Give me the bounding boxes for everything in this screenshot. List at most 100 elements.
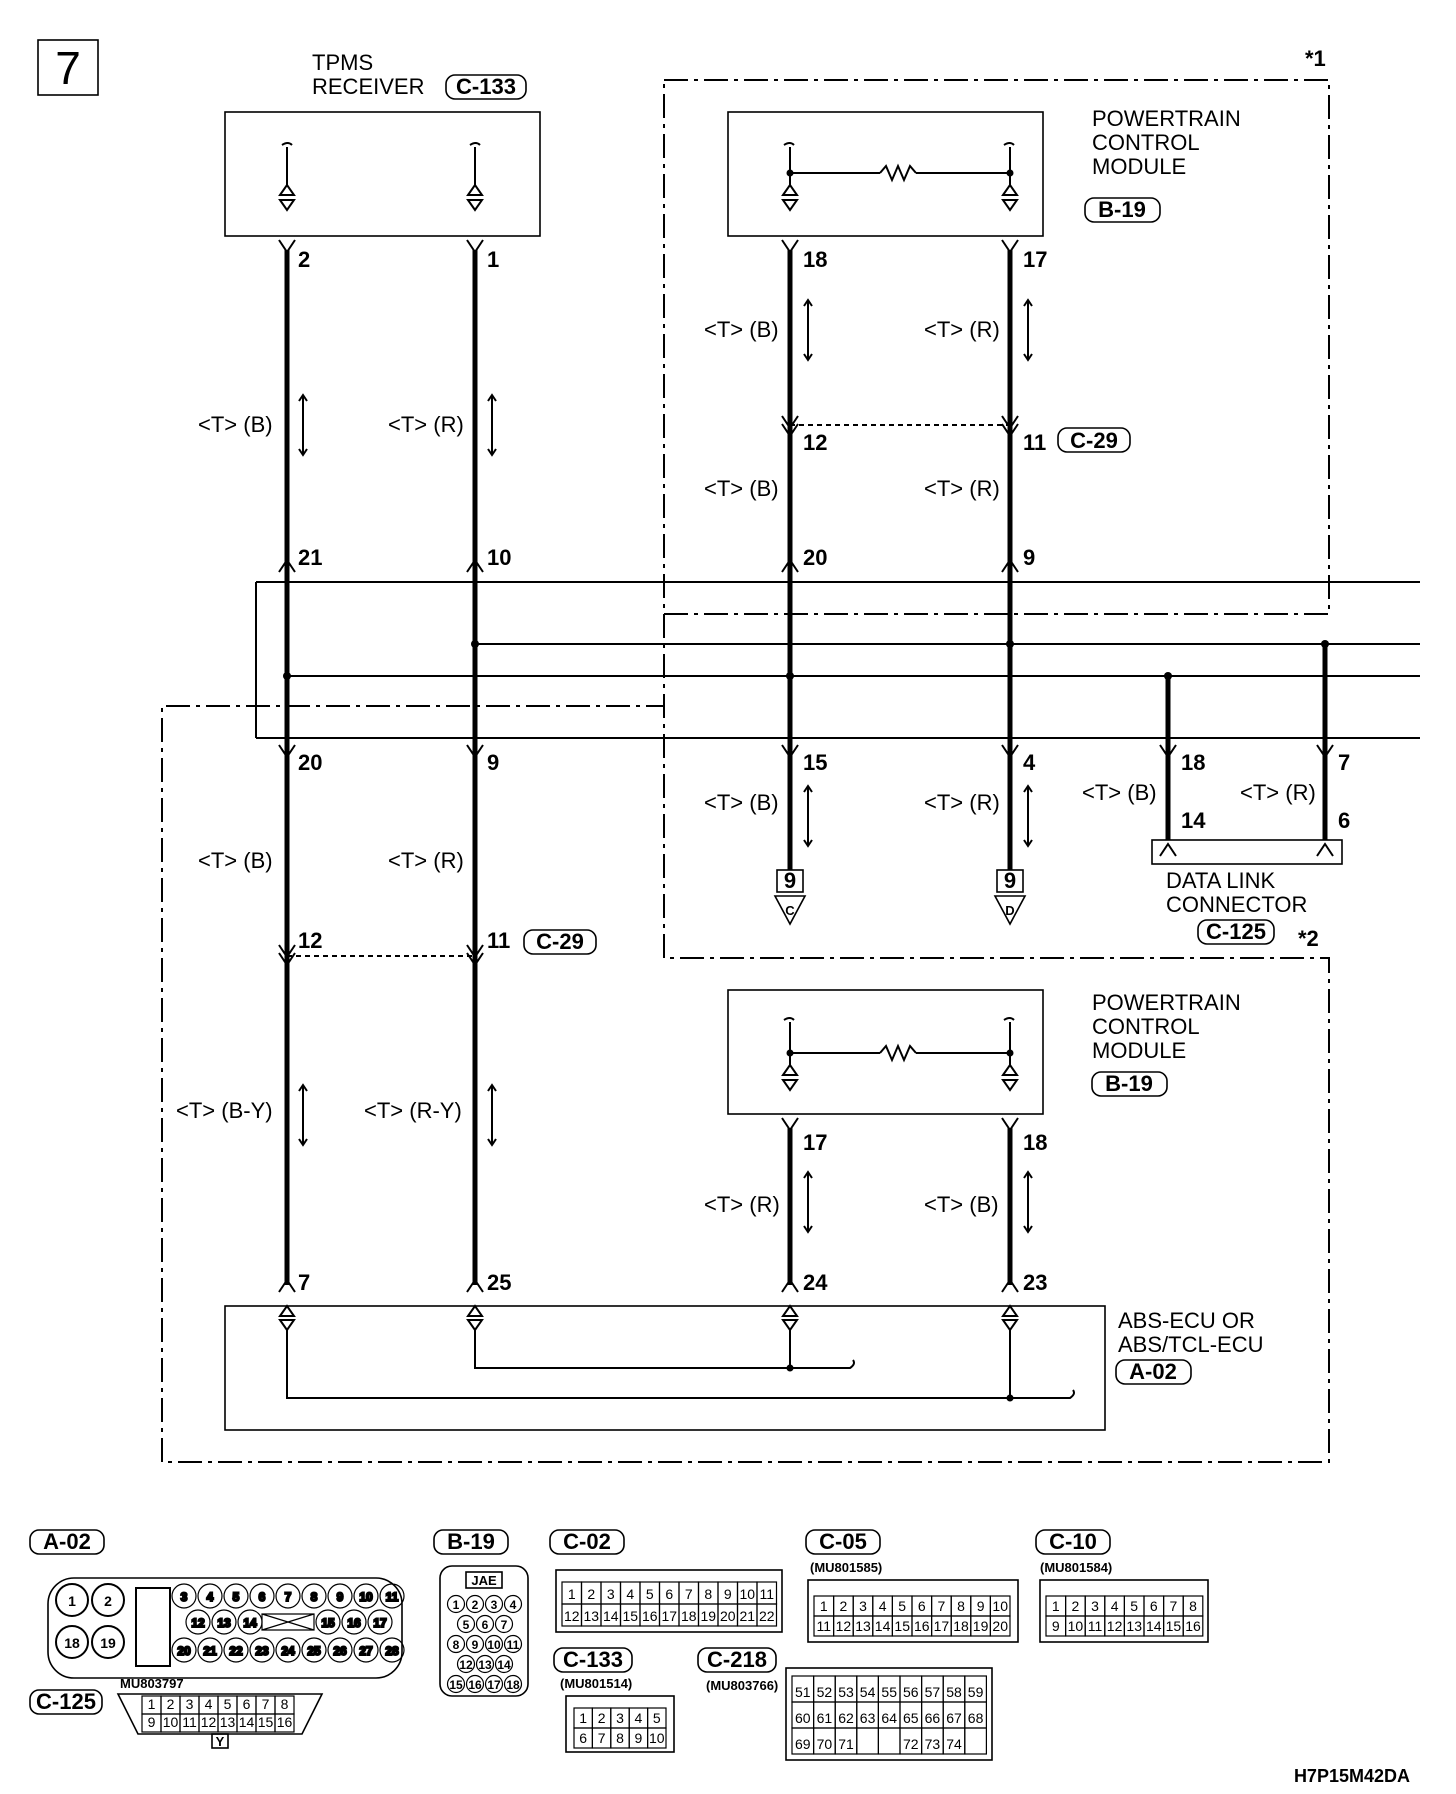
legend-c05-connector [807,1579,1019,1643]
pin-number: 71 [838,1736,854,1752]
pin-number: 5 [653,1710,661,1726]
pin-cell [856,1727,879,1755]
pin-number: 62 [838,1710,854,1726]
legend-a02-connector [47,1577,403,1679]
pin-number: 65 [903,1710,919,1726]
pin-number: 2 [167,1696,175,1712]
pin-number: 17 [373,1616,387,1630]
pcm-top-box [727,111,1044,237]
pin-number: 2 [587,1586,595,1602]
legend-c10-part: (MU801584) [1040,1560,1112,1575]
pin-11-c29: 11 [1023,430,1046,455]
pcm-bottom-label-2: CONTROL [1092,1014,1200,1039]
offpage-d-letter: D [1005,903,1014,918]
page-number: 7 [55,42,81,94]
pin-number: 17 [934,1618,950,1634]
sig-tr-2: <T> (R) [924,317,1000,342]
pin-cell [964,1727,987,1755]
pin-number: 60 [795,1710,811,1726]
pin-7-abs: 7 [298,1270,310,1295]
pin-number: 27 [359,1644,373,1658]
direction-arrows [298,298,1033,1234]
pin-number: 14 [1146,1618,1162,1634]
variant-1-outline [663,79,1330,615]
pin-cell [379,1637,405,1663]
legend-c133-tag: C-133 [563,1647,623,1672]
pin-number: 3 [616,1710,624,1726]
sig-tby: <T> (B-Y) [176,1098,273,1123]
pin-number: 14 [239,1714,255,1730]
pin-2: 2 [298,247,310,272]
sig-try: <T> (R-Y) [364,1098,462,1123]
pin-cell [475,1614,495,1634]
pin-cell [989,1615,1011,1637]
legend-c133-connector [565,1695,675,1753]
pin-number: 9 [337,1590,344,1604]
pin-number: 2 [598,1710,606,1726]
pin-number: 3 [491,1598,498,1612]
svg-text:19: 19 [100,1635,116,1651]
pin-number: 10 [649,1730,665,1746]
pin-number: 59 [968,1684,984,1700]
pin-number: 61 [817,1710,833,1726]
pin-number: 17 [487,1678,501,1692]
pin-number: 2 [472,1598,479,1612]
pin-cell [475,1654,495,1674]
pin-number: 7 [685,1586,693,1602]
pin-number: 5 [1130,1598,1138,1614]
pin-number: 7 [1170,1598,1178,1614]
sig-tb-1: <T> (B) [198,412,273,437]
pin-number: 69 [795,1736,811,1752]
pin-number: 15 [894,1618,910,1634]
pin-20-right: 20 [803,545,827,570]
pin-cell [503,1674,523,1694]
pin-number: 3 [181,1590,188,1604]
pin-number: 14 [497,1658,511,1672]
pin-cell [211,1609,237,1635]
junction-dots [283,640,1329,680]
pin-number: 12 [564,1608,580,1624]
pin-number: 6 [579,1730,587,1746]
pin-number: 20 [177,1644,191,1658]
pin-cell [646,1727,667,1749]
pin-6-dlc: 6 [1338,808,1350,833]
pin-1: 1 [487,247,499,272]
pin-number: 1 [1052,1598,1060,1614]
pin-cell [171,1583,197,1609]
pin-number: 12 [191,1616,205,1630]
tpms-label-1: TPMS [312,50,373,75]
pin-number: 52 [817,1684,833,1700]
pin-number: 20 [992,1618,1008,1634]
pcm-top-label-1: POWERTRAIN [1092,106,1241,131]
pin-number: 21 [203,1644,217,1658]
pin-number: 12 [1107,1618,1123,1634]
pin-number: 7 [285,1590,292,1604]
pin-number: 8 [616,1730,624,1746]
pin-number: 19 [700,1608,716,1624]
sig-tr-3: <T> (R) [924,476,1000,501]
pin-number: 28 [385,1644,399,1658]
pin-cell [327,1637,353,1663]
pin-cell [185,1609,211,1635]
pin-9-right: 9 [1023,545,1035,570]
page-number-box [37,39,99,96]
legend-c125-tag: C-125 [36,1689,96,1714]
pin-number: 5 [646,1586,654,1602]
pin-cell [446,1634,466,1654]
pin-cell [301,1637,327,1663]
pin-number: 4 [635,1710,643,1726]
pin-number: 12 [459,1658,473,1672]
sig-tb-2: <T> (B) [704,317,779,342]
pin-17-pcm: 17 [1023,247,1047,272]
pin-number: 11 [386,1590,399,1604]
c29-left-tag: C-29 [536,929,584,954]
offpage-c-letter: C [785,903,795,918]
resistor-top [879,163,917,183]
pin-number: 10 [487,1638,501,1652]
pin-number: 8 [704,1586,712,1602]
abs-tag: A-02 [1129,1359,1177,1384]
pin-number: 58 [946,1684,962,1700]
pin-number: 15 [622,1608,638,1624]
legend-b19-tag: B-19 [447,1529,495,1554]
pin-18-pcm: 18 [803,247,827,272]
